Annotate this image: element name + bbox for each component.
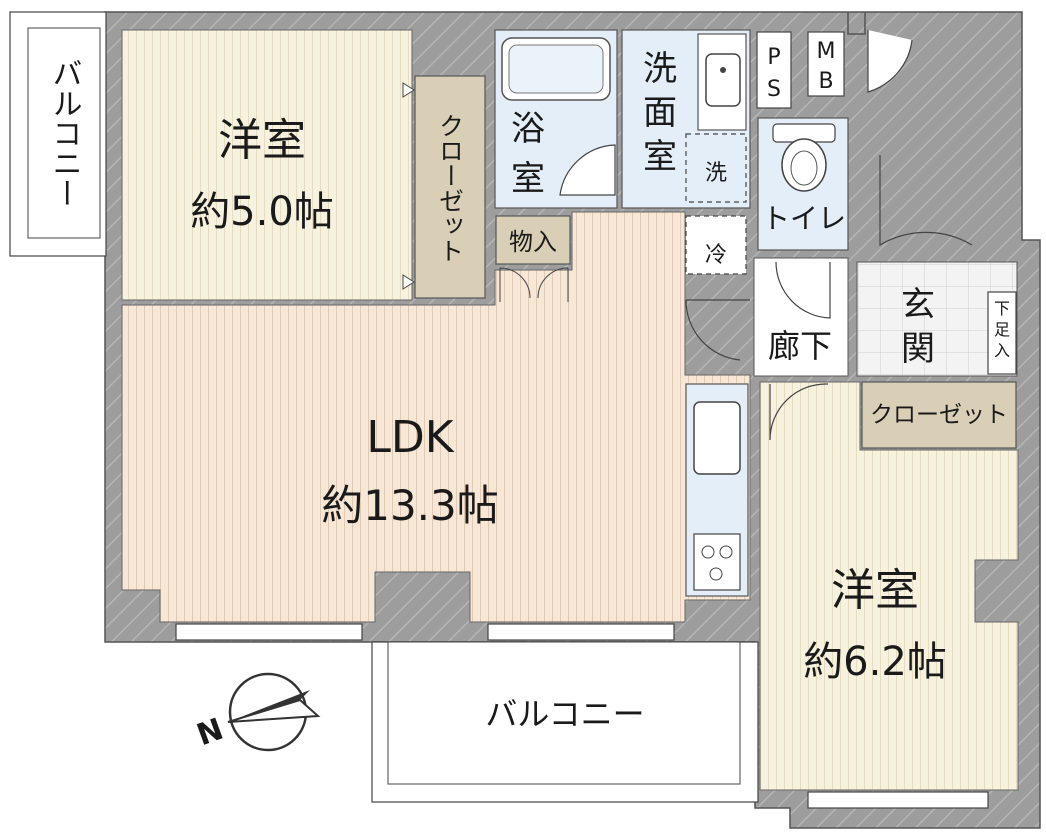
ldk-size: 約13.3帖 xyxy=(321,481,499,530)
western-room-1 xyxy=(121,29,413,301)
western-room-1-size: 約5.0帖 xyxy=(190,189,334,235)
entrance-label-1: 玄 xyxy=(901,285,935,325)
ps-label-2: S xyxy=(767,77,781,102)
washroom xyxy=(621,29,751,209)
western-room-2 xyxy=(759,381,1019,791)
windows xyxy=(175,623,989,809)
storage-label: 物入 xyxy=(509,228,557,256)
compass xyxy=(227,672,321,752)
mb-label-2: B xyxy=(818,69,833,94)
fridge-label: 冷 xyxy=(705,243,727,268)
closet-1-label: クローゼット xyxy=(436,113,465,263)
compass-north-letter: N xyxy=(192,712,228,753)
mb-box xyxy=(807,31,845,97)
shoe-box-label-2: 足 xyxy=(994,320,1010,339)
washroom-label-1: 洗 xyxy=(643,49,677,89)
front-door xyxy=(867,30,913,93)
entrance-label-2: 関 xyxy=(901,329,935,369)
hallway xyxy=(685,257,849,377)
western-room-2-size: 約6.2帖 xyxy=(803,639,947,685)
toilet xyxy=(757,117,849,251)
washroom-label-2: 面 xyxy=(643,93,677,133)
shoe-box-label-3: 入 xyxy=(994,341,1010,360)
ldk-name: LDK xyxy=(366,412,454,463)
western-room-2-name: 洋室 xyxy=(831,565,919,616)
ps-shaft xyxy=(756,31,792,109)
entrance xyxy=(856,155,1018,377)
hallway-label: 廊下 xyxy=(768,327,832,365)
storage xyxy=(495,215,571,302)
bathroom-label-2: 室 xyxy=(511,159,545,199)
closet-1 xyxy=(402,75,486,299)
mb-label-1: M xyxy=(817,39,836,64)
balcony-left-label: バルコニー xyxy=(47,58,82,208)
balcony-bottom xyxy=(371,641,759,803)
fridge xyxy=(685,215,747,275)
ps-label-1: P xyxy=(767,45,780,70)
shoe-box-label-1: 下 xyxy=(994,299,1010,318)
balcony-bottom-label: バルコニー xyxy=(485,695,644,733)
washroom-label-3: 室 xyxy=(643,137,677,177)
balcony-left xyxy=(9,11,107,257)
ldk-floor xyxy=(121,211,751,623)
kitchen-counter xyxy=(685,383,749,597)
washer-label: 洗 xyxy=(705,161,727,186)
western-room-1-name: 洋室 xyxy=(218,115,306,166)
bathroom-label-1: 浴 xyxy=(511,109,545,149)
closet-2-label: クローゼット xyxy=(870,402,1008,428)
bathroom xyxy=(494,29,618,209)
toilet-label: トイレ xyxy=(762,202,846,235)
closet-2 xyxy=(861,381,1017,467)
